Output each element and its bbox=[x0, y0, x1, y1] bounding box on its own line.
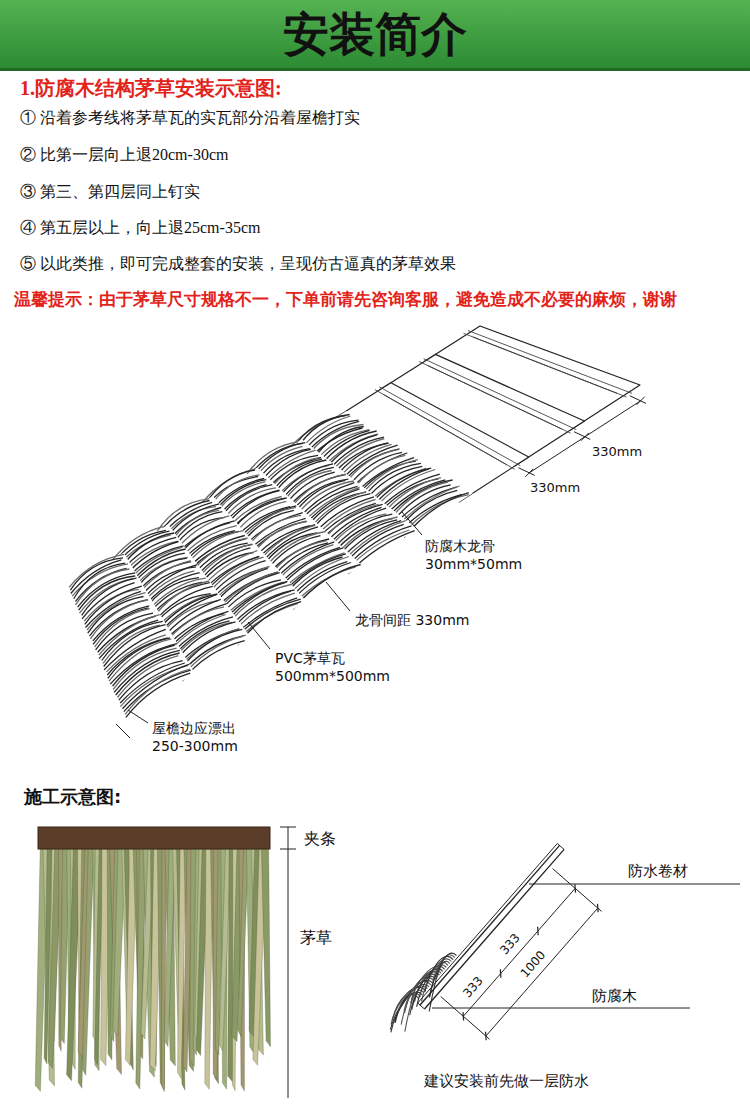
thatch-strand bbox=[391, 986, 427, 1024]
batten-line bbox=[419, 362, 570, 434]
dimension-line bbox=[486, 908, 598, 1036]
leader-line bbox=[128, 710, 148, 723]
eave-overhang-mark bbox=[116, 724, 130, 738]
board-section bbox=[390, 844, 601, 1041]
extension-line bbox=[441, 997, 490, 1040]
dimension-tick bbox=[500, 969, 502, 977]
bracket-lines bbox=[280, 827, 740, 1098]
dimension-line bbox=[529, 401, 640, 473]
batten-line bbox=[424, 359, 577, 430]
thatch-panel bbox=[35, 849, 270, 1092]
batten-line bbox=[464, 333, 627, 397]
note-text: 建议安装前先做一层防水 bbox=[424, 1072, 589, 1091]
batten-line bbox=[375, 390, 515, 470]
wood-board-end bbox=[557, 844, 564, 850]
thatch-strand bbox=[126, 673, 190, 717]
step-text: ④ 第五层以上，向上退25cm-35cm bbox=[20, 218, 260, 238]
dimension-tick bbox=[637, 397, 645, 405]
leader-line bbox=[402, 512, 422, 535]
wood-board-edge bbox=[420, 845, 560, 1005]
wood-board-end bbox=[418, 1003, 425, 1009]
leader-line bbox=[248, 622, 270, 649]
extension-line bbox=[553, 869, 602, 912]
wood-board-edge bbox=[425, 849, 565, 1009]
leader-line bbox=[529, 884, 740, 885]
step-text: ⑤ 以此类推，即可完成整套的安装，呈现仿古逼真的茅草效果 bbox=[20, 254, 456, 274]
step-text: ② 比第一层向上退20cm-30cm bbox=[20, 145, 228, 165]
section-heading: 1.防腐木结构茅草安装示意图: bbox=[20, 76, 282, 101]
thatch-blade bbox=[82, 849, 94, 1075]
bracket-tick bbox=[280, 827, 296, 828]
thatch-strand bbox=[182, 641, 245, 682]
thatch-strand bbox=[425, 956, 453, 992]
leader-lines bbox=[116, 396, 646, 738]
thatch-strand bbox=[429, 953, 456, 998]
dimension-tick bbox=[462, 1012, 464, 1020]
thatch-strand bbox=[348, 531, 415, 574]
thatch-blade bbox=[261, 849, 270, 1047]
dimension-tick bbox=[574, 884, 576, 893]
thatch-strand bbox=[390, 985, 429, 1030]
step-text: ① 沿着参考线将茅草瓦的实瓦部分沿着屋檐打实 bbox=[20, 108, 360, 128]
clamp-strip bbox=[38, 827, 270, 849]
dimension-label: 330mm bbox=[530, 480, 580, 496]
bracket-tick bbox=[280, 849, 296, 850]
batten-line bbox=[379, 387, 520, 466]
batten-line bbox=[468, 331, 632, 394]
section-heading: 施工示意图: bbox=[24, 786, 121, 809]
bracket-line bbox=[288, 827, 289, 1098]
dimension-label: 330mm bbox=[592, 444, 642, 460]
thatch-strand bbox=[412, 969, 443, 1010]
dimension-tick bbox=[581, 433, 589, 441]
leader-line bbox=[326, 582, 350, 611]
part-label: 夹条 bbox=[304, 829, 336, 849]
dimension-line bbox=[463, 888, 575, 1016]
dimension-tick bbox=[525, 469, 533, 477]
roof-thatch-courses bbox=[68, 326, 640, 718]
dimension-tick bbox=[537, 927, 539, 936]
page-title: 安装简介 bbox=[0, 4, 750, 64]
part-label: 龙骨间距 330mm bbox=[355, 612, 469, 630]
part-label: 防腐木 bbox=[592, 987, 637, 1006]
part-label: 屋檐边应漂出 250-300mm bbox=[152, 720, 256, 755]
part-label: PVC茅草瓦 500mm*500mm bbox=[275, 650, 379, 685]
warning-note: 温馨提示：由于茅草尺寸规格不一，下单前请先咨询客服，避免造成不必要的麻烦，谢谢 bbox=[14, 289, 677, 310]
step-text: ③ 第三、第四层同上钉实 bbox=[20, 182, 200, 202]
dimension-tick bbox=[597, 904, 599, 912]
extension-line bbox=[518, 468, 534, 476]
part-label: 防腐木龙骨 30mm*50mm bbox=[425, 538, 529, 573]
part-label: 茅草 bbox=[300, 928, 332, 948]
dimension-tick bbox=[485, 1032, 487, 1041]
dimension-label: 1000 bbox=[518, 949, 547, 980]
thatch-course bbox=[68, 553, 195, 718]
part-label: 防水卷材 bbox=[628, 862, 688, 881]
